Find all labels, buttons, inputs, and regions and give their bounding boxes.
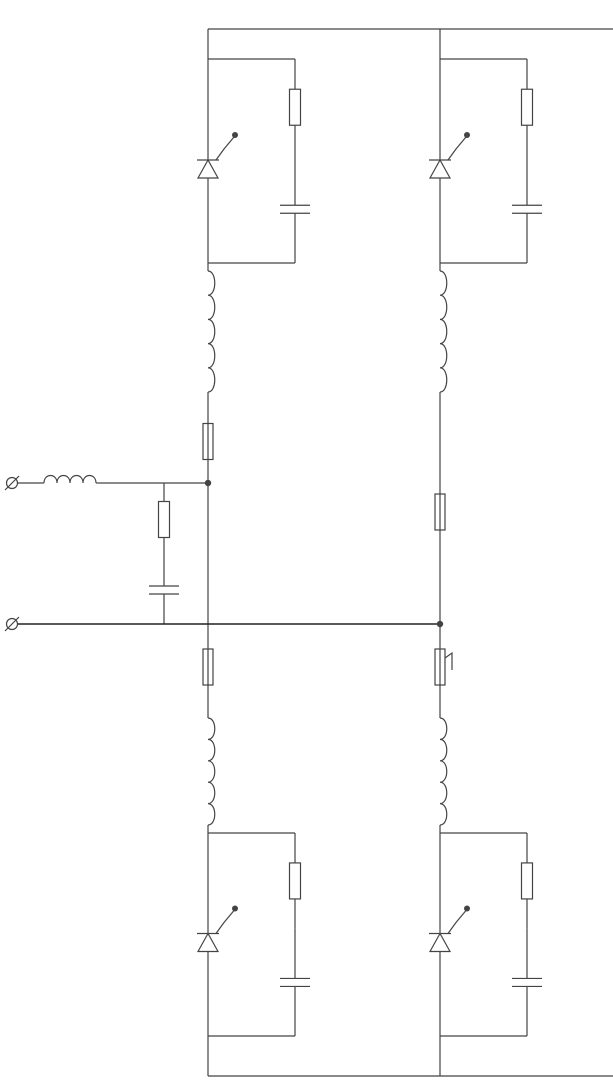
left-lower-frame — [208, 832, 295, 1037]
input-filter-resistor — [157, 483, 171, 556]
input-wires — [18, 479, 212, 487]
left-upper-thyristor — [196, 59, 238, 263]
right-upper-snubber-capacitor — [512, 155, 542, 263]
input-filter-capacitor — [149, 556, 179, 624]
left-upper-frame — [208, 58, 295, 264]
midpoint-bus — [18, 620, 444, 628]
left-lower-snubber-capacitor — [280, 928, 310, 1036]
left-upper-inductor — [207, 263, 216, 400]
node-right-mid — [436, 620, 444, 628]
right-lower-frame — [440, 832, 527, 1037]
right-lower-snubber-resistor — [520, 833, 534, 929]
right-lower-snubber-capacitor — [512, 928, 542, 1036]
left-lower-fuse — [202, 624, 214, 710]
input-terminal-lower — [4, 616, 20, 632]
right-lower-fuse — [434, 624, 453, 710]
left-lower-thyristor — [196, 833, 238, 1036]
right-upper-fuse — [434, 400, 446, 624]
dc-rails — [207, 28, 613, 1077]
input-terminal-upper — [4, 475, 20, 491]
left-upper-fuse — [202, 400, 214, 483]
right-lower-inductor — [439, 710, 448, 833]
left-lower-inductor — [207, 710, 216, 833]
right-upper-thyristor — [428, 59, 470, 263]
left-upper-snubber-resistor — [288, 59, 302, 156]
input-series-inductor — [40, 474, 100, 484]
right-upper-snubber-resistor — [520, 59, 534, 156]
right-upper-inductor — [439, 263, 448, 400]
left-upper-snubber-capacitor — [280, 155, 310, 263]
right-upper-frame — [440, 58, 527, 264]
right-lower-thyristor — [428, 833, 470, 1036]
node-left-input — [204, 479, 212, 487]
left-lower-snubber-resistor — [288, 833, 302, 929]
